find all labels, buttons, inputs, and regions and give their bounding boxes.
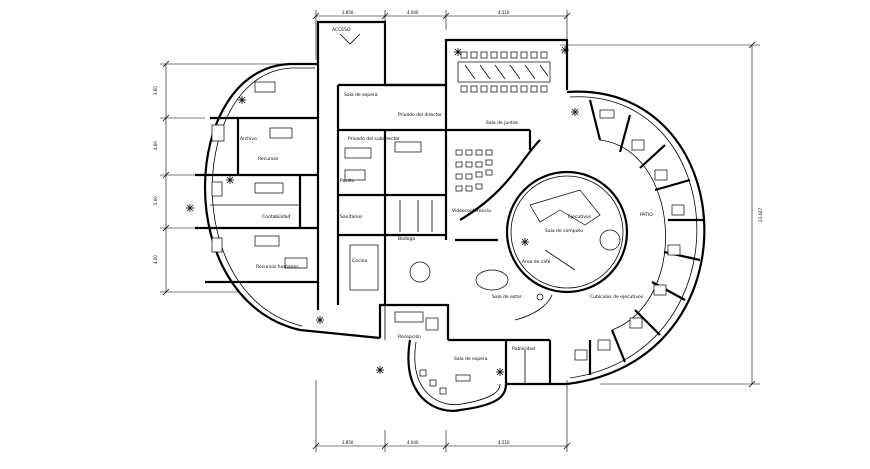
label-cubiculos: Cubículos de ejecutivos	[590, 293, 644, 300]
label-pasillo: Pasillo	[340, 178, 354, 184]
label-acceso: ACCESO	[332, 27, 351, 33]
dim-top-1: 3.850	[342, 10, 354, 15]
label-recursos: Recursos	[258, 156, 279, 162]
label-recepcion: Recepción	[398, 333, 421, 340]
label-sala-estar: Sala de estar	[492, 294, 522, 300]
dim-bottom-1: 3.850	[342, 440, 354, 445]
label-sanitarios: Sanitarios	[340, 214, 363, 220]
right-wing-desks	[574, 109, 685, 361]
label-sala-espera-bottom: Sala de espera	[454, 356, 488, 362]
label-bodega: Bodega	[398, 236, 415, 242]
label-patio: PATIO	[640, 212, 653, 218]
label-privado-subdirector: Privado del subdirector	[348, 136, 400, 142]
dim-top-2: 4.040	[407, 10, 419, 15]
label-ejecutivos: Ejecutivos	[568, 214, 592, 220]
dim-top-3: 4.510	[498, 10, 510, 15]
label-publicidad: Publicidad	[512, 346, 535, 352]
dim-left-1: 3.60	[153, 86, 158, 95]
waiting-seats	[419, 369, 471, 395]
label-videoconferencia: Videoconferencia	[452, 208, 491, 214]
kitchen-table	[409, 261, 431, 283]
office-desks	[344, 141, 439, 331]
dim-left-2: 4.60	[153, 141, 158, 150]
dimension-lines: 3.850 4.040 4.510 3.850 4.040 4.510 3.60…	[153, 10, 763, 452]
round-table	[599, 229, 621, 251]
label-cocina: Cocina	[352, 258, 367, 264]
label-sala-juntas: Sala de juntas	[486, 120, 519, 126]
lounge-sofa	[475, 269, 509, 291]
label-privado-director: Privado del director	[398, 112, 442, 118]
access-arrow-icon	[339, 33, 361, 45]
label-sala-computo: Sala de computo	[545, 228, 583, 234]
counter	[349, 244, 379, 291]
dim-bottom-2: 4.040	[407, 440, 419, 445]
label-archivo: Archivo	[240, 136, 257, 142]
executive-desk	[529, 189, 601, 226]
label-contabilidad: Contabilidad	[262, 214, 290, 220]
dim-bottom-3: 4.510	[498, 440, 510, 445]
furniture	[186, 33, 685, 395]
label-area-cafe: Area de café	[522, 258, 551, 265]
left-desks	[211, 81, 308, 269]
plants	[186, 46, 579, 376]
conference-chairs	[460, 51, 548, 93]
dim-left-4: 4.00	[153, 255, 158, 264]
videoconference-seats	[455, 149, 493, 192]
room-labels: ACCESO Sala de espera Sala de juntas Pri…	[240, 27, 653, 362]
interior-walls	[195, 64, 704, 384]
conference-table	[457, 61, 551, 83]
label-sala-espera-top: Sala de espera	[344, 92, 378, 98]
dim-left-3: 5.00	[153, 196, 158, 205]
dim-right-total: 23.447	[758, 208, 763, 222]
label-recursos-humanos: Recursos humanos	[256, 264, 299, 270]
